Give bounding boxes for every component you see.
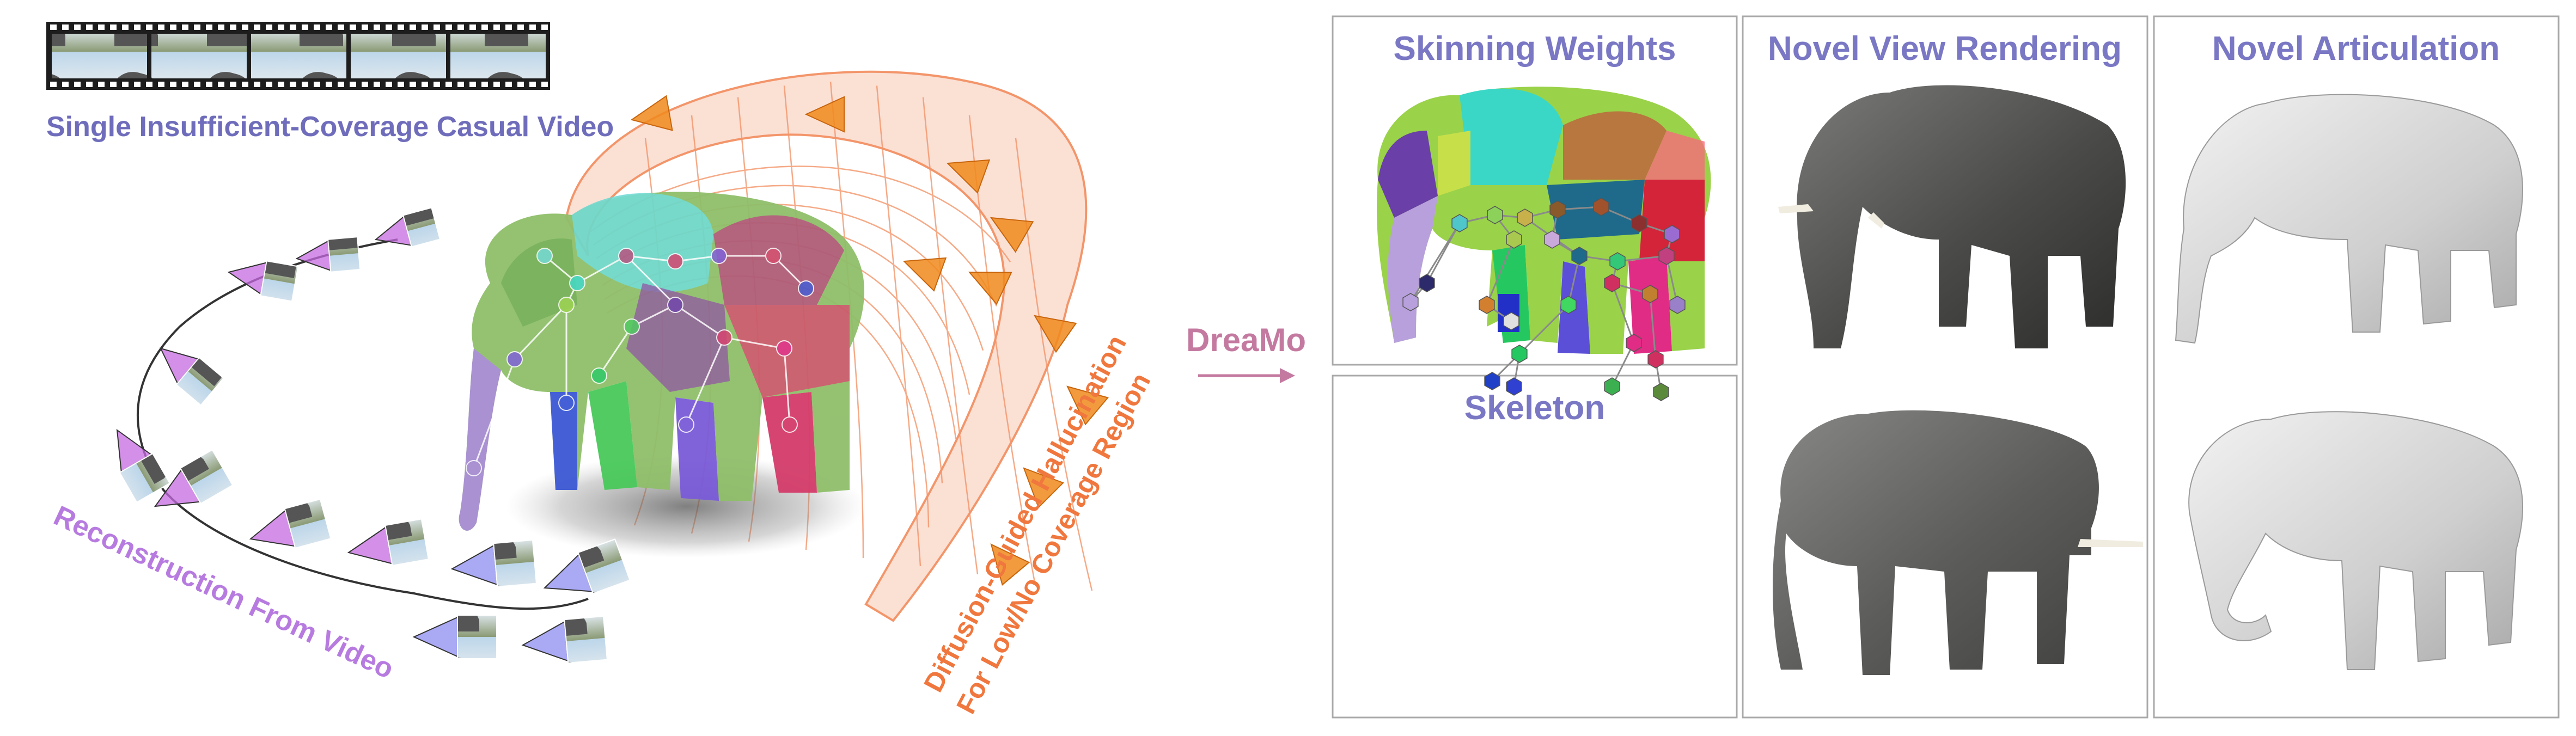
skeleton-joint — [1503, 312, 1519, 330]
joint-marker — [466, 460, 482, 476]
camera-frustum — [374, 207, 441, 248]
joint-marker — [711, 248, 727, 264]
dome-camera — [990, 543, 1030, 586]
joint-marker — [569, 275, 585, 291]
joint-marker — [667, 253, 683, 269]
camera-frustum — [521, 615, 608, 664]
dome-camera — [1023, 467, 1064, 508]
camera-frustum — [154, 449, 234, 507]
panel-title-skeleton: Skeleton — [1464, 389, 1605, 427]
dome-camera — [1066, 385, 1109, 426]
skeleton-joint — [1593, 198, 1609, 216]
camera-frustum — [249, 498, 332, 549]
dreamo-arrow: DreaMo — [1186, 322, 1306, 383]
hallucination-cameras — [630, 95, 1109, 586]
joint-marker — [678, 416, 694, 433]
skeleton-joint — [1479, 296, 1495, 314]
panel-novel-view-rendering: Novel View Rendering — [1742, 15, 2148, 719]
camera-frustum — [450, 539, 537, 587]
panel-title-articulation: Novel Articulation — [2212, 30, 2500, 68]
skeleton-joint — [1669, 296, 1686, 314]
joint-marker — [667, 297, 683, 313]
segmented-elephant — [459, 192, 865, 531]
camera-frustum — [412, 615, 497, 659]
dome-camera — [630, 95, 673, 131]
skeleton-joint — [1604, 274, 1620, 292]
video-filmstrip — [46, 22, 550, 90]
skeleton-joint — [1451, 214, 1468, 232]
skeleton-joint — [1631, 214, 1647, 232]
video-frame — [251, 34, 346, 78]
skeleton-joint — [1647, 350, 1664, 369]
video-frame — [351, 34, 446, 78]
joint-marker — [716, 329, 732, 346]
joint-marker — [765, 248, 782, 264]
reconstruction-label: Reconstruction From Video — [49, 500, 399, 685]
dome-camera — [1034, 315, 1077, 353]
joint-marker — [536, 248, 553, 264]
video-frame — [52, 34, 147, 78]
skeleton-joint — [1549, 200, 1566, 219]
rendered-elephant-bottom — [1773, 410, 2143, 675]
skeleton-joint — [1506, 377, 1522, 396]
panel-skeleton: Skeleton — [1332, 198, 1738, 719]
dome-camera — [946, 159, 991, 194]
camera-frustum — [543, 538, 631, 594]
joint-marker — [624, 318, 640, 335]
joint-marker — [798, 280, 814, 297]
skeleton-joint — [1571, 247, 1588, 265]
camera-frustum — [227, 260, 299, 302]
skeleton-joint — [1658, 247, 1675, 265]
joint-marker — [558, 395, 575, 411]
camera-trajectory — [116, 207, 631, 664]
camera-frustum — [295, 236, 361, 273]
skeleton-joint — [1484, 372, 1500, 390]
skeleton-joint — [1402, 293, 1419, 311]
video-caption: Single Insufficient-Coverage Casual Vide… — [46, 111, 614, 143]
ground-shadow — [506, 455, 866, 558]
mesh-elephant-top — [2175, 94, 2523, 344]
panel-novel-articulation: Novel Articulation — [2153, 15, 2560, 719]
panel-title-skinning: Skinning Weights — [1394, 30, 1676, 68]
dreamo-label: DreaMo — [1186, 322, 1306, 358]
joint-marker — [776, 340, 792, 357]
panel-title-novel-view: Novel View Rendering — [1768, 30, 2122, 68]
dome-camera — [968, 271, 1012, 305]
joint-marker — [591, 367, 607, 384]
skeleton-joint — [1653, 383, 1669, 401]
skeleton-joint — [1544, 230, 1560, 249]
camera-frustum — [160, 347, 224, 406]
skeleton-joint — [1419, 274, 1435, 292]
joint-marker — [782, 416, 798, 433]
skeleton-joint — [1642, 285, 1658, 303]
mesh-elephant-bottom — [2188, 411, 2523, 670]
skeleton-joint — [1506, 230, 1522, 249]
skeleton-joint — [1487, 206, 1503, 224]
skeleton-joint — [1609, 252, 1626, 271]
camera-frustum — [116, 428, 171, 504]
dome-camera — [902, 257, 947, 292]
joint-marker — [506, 351, 523, 367]
skeleton-joint — [1560, 296, 1577, 314]
video-frame — [151, 34, 247, 78]
camera-frustum — [347, 518, 430, 567]
joint-marker — [558, 297, 575, 313]
dome-camera — [990, 217, 1034, 253]
dome-camera — [804, 96, 845, 133]
skeleton-joint — [1517, 208, 1533, 227]
joint-marker — [618, 248, 634, 264]
rendered-elephant-top — [1778, 85, 2126, 348]
skeleton-joint — [1626, 334, 1642, 352]
video-frame — [450, 34, 546, 78]
skeleton-joint — [1604, 377, 1620, 396]
skeleton-joint — [1664, 225, 1680, 243]
skeleton-joint — [1511, 345, 1528, 363]
